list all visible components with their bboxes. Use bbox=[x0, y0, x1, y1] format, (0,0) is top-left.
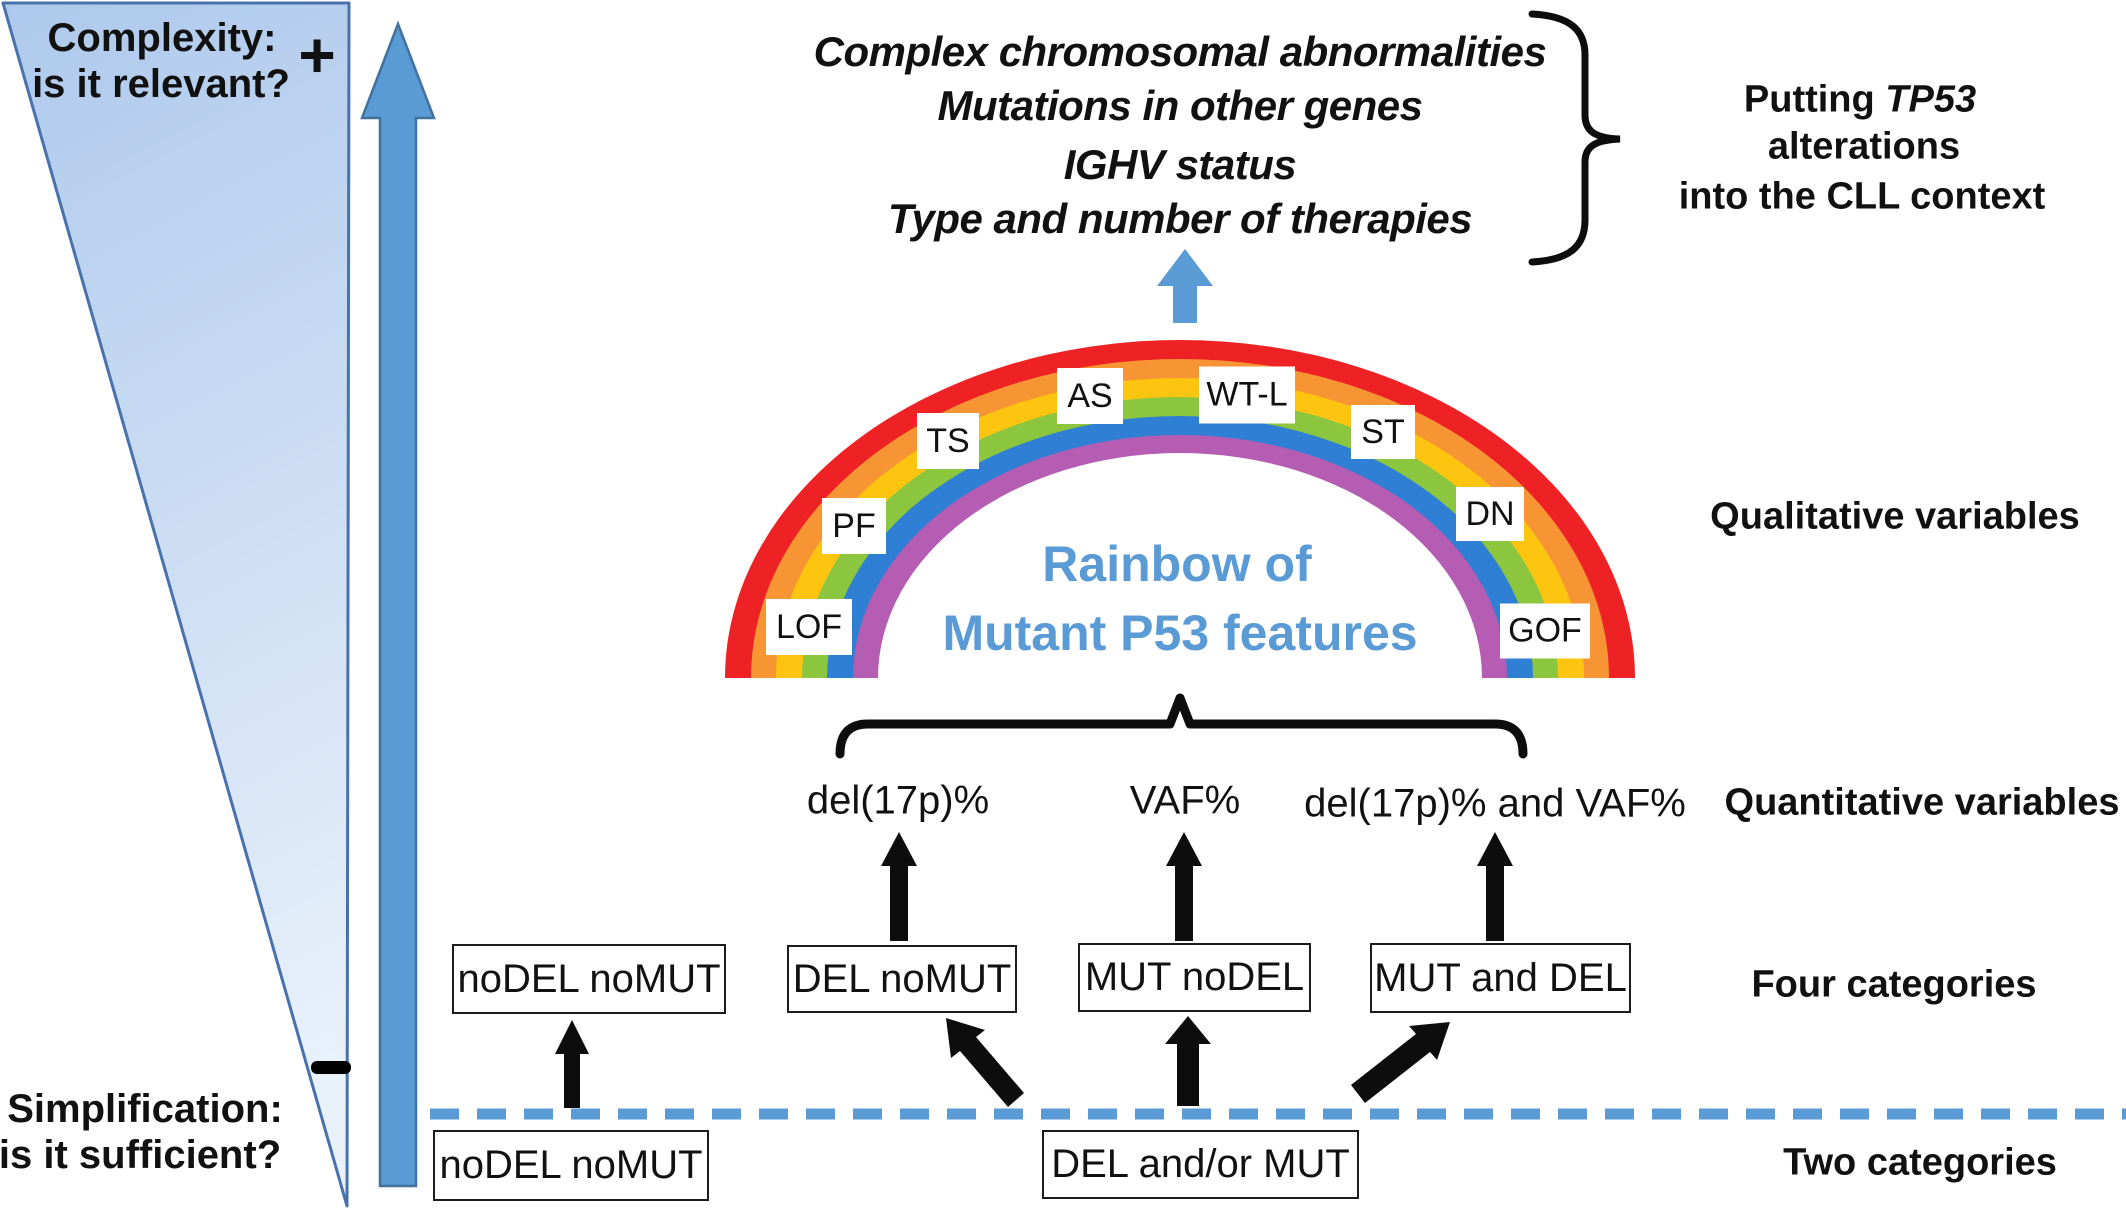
rainbow-title-line1: Rainbow of bbox=[1042, 536, 1312, 592]
rainbow-label-as: AS bbox=[1057, 368, 1123, 424]
rainbow-label-dn: DN bbox=[1456, 487, 1524, 541]
context-brace-label-gene: TP53 bbox=[1885, 78, 1977, 121]
rainbow-label-lof: LOF bbox=[766, 599, 852, 655]
context-brace-label-prefix: Putting bbox=[1743, 78, 1886, 121]
complexity-title-line2: is it relevant? bbox=[32, 62, 290, 106]
quantitative-variables-label: Quantitative variables bbox=[1724, 781, 2120, 824]
arrow-mut-nodel-icon bbox=[1165, 1016, 1211, 1106]
simplification-title-line2: is it sufficient? bbox=[0, 1133, 282, 1177]
context-brace-label-line1: Putting TP53 bbox=[1744, 79, 1976, 122]
context-brace-icon bbox=[1528, 10, 1621, 266]
quant-item-del17p-and-vaf: del(17p)% and VAF% bbox=[1304, 781, 1686, 826]
rainbow-title-line2: Mutant P53 features bbox=[942, 605, 1418, 661]
rainbow-label-ts: TS bbox=[917, 413, 979, 469]
arrow-del-nomut-icon bbox=[946, 1018, 1024, 1107]
category-box-mut-nodel: MUT noDEL bbox=[1078, 943, 1311, 1012]
context-item-complex-karyotype: Complex chromosomal abnormalities bbox=[813, 28, 1547, 75]
arrow-del17p-icon bbox=[881, 832, 917, 941]
arrow-del17p-vaf-icon bbox=[1477, 832, 1513, 941]
simplification-title-line1: Simplification: bbox=[7, 1087, 283, 1131]
complexity-triangle bbox=[1, 1, 351, 1208]
context-brace-label-line3: into the CLL context bbox=[1678, 175, 2046, 218]
two-categories-label: Two categories bbox=[1783, 1141, 2057, 1184]
context-item-other-genes: Mutations in other genes bbox=[937, 82, 1423, 129]
complexity-title-line1: Complexity: bbox=[47, 16, 277, 60]
category-box-del-andor-mut: DEL and/or MUT bbox=[1042, 1130, 1359, 1199]
rainbow-label-gof: GOF bbox=[1500, 603, 1590, 659]
context-item-therapies: Type and number of therapies bbox=[887, 195, 1473, 242]
context-brace-label-line2: alterations bbox=[1767, 125, 1961, 168]
arrow-vaf-icon bbox=[1166, 832, 1202, 941]
context-item-ighv: IGHV status bbox=[1063, 141, 1297, 188]
category-box-bottom-nodel-nomut: noDEL noMUT bbox=[433, 1130, 709, 1201]
category-box-del-nomut: DEL noMUT bbox=[787, 945, 1017, 1013]
rainbow-label-st: ST bbox=[1351, 405, 1415, 459]
four-categories-label: Four categories bbox=[1751, 963, 2037, 1006]
complexity-up-arrow-icon bbox=[360, 20, 436, 1188]
qualitative-variables-label: Qualitative variables bbox=[1710, 495, 2080, 538]
quant-item-vaf: VAF% bbox=[1129, 778, 1241, 823]
arrow-mut-and-del-icon bbox=[1351, 1022, 1450, 1103]
rainbow-label-wtl: WT-L bbox=[1199, 366, 1295, 424]
category-box-nodel-nomut: noDEL noMUT bbox=[452, 944, 726, 1014]
rainbow-label-pf: PF bbox=[822, 498, 886, 554]
rainbow-to-context-arrow-icon bbox=[1157, 249, 1213, 323]
rainbow-inner-white bbox=[878, 453, 1482, 678]
minus-sign bbox=[311, 1061, 351, 1074]
plus-sign: + bbox=[298, 19, 336, 91]
category-box-mut-and-del: MUT and DEL bbox=[1370, 943, 1631, 1013]
arrow-nodel-nomut-icon bbox=[555, 1020, 589, 1108]
quant-item-del17p: del(17p)% bbox=[806, 778, 990, 823]
quantitative-brace-icon bbox=[835, 693, 1528, 759]
